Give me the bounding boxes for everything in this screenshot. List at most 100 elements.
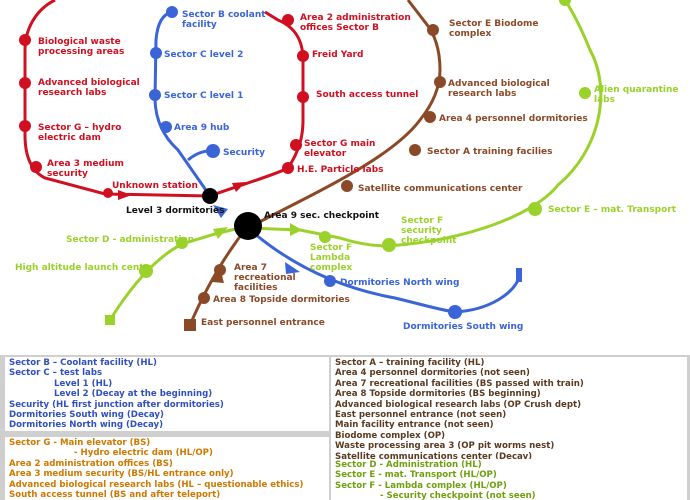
- legend-item: Area 8 Topside dormitories (BS beginning…: [335, 389, 541, 400]
- station-sector-g-main: [290, 139, 302, 151]
- legend-item: Level 1 (HL): [54, 378, 113, 389]
- station-sector-f-security: [382, 238, 396, 252]
- station-south-access: [297, 91, 309, 103]
- station-level3-dormitories: [202, 188, 218, 204]
- station-dorm-south: [448, 305, 462, 319]
- label-sector-a: Sector A training facilies: [427, 147, 553, 157]
- station-area3: [30, 161, 42, 173]
- station-bio-waste: [19, 34, 31, 46]
- legend-item: Sector G - Main elevator (BS): [9, 438, 151, 448]
- legend-item: Main facility entrance (not seen): [335, 420, 494, 431]
- legend-green-box: Sector D - Administration (HL) Sector E …: [331, 459, 687, 500]
- station-area7: [214, 264, 226, 276]
- green-arrows: [213, 223, 302, 239]
- station-sector-c-l2: [150, 47, 162, 59]
- blue-arrows: [213, 205, 300, 274]
- blue-line-lower: [247, 226, 522, 314]
- legend-item: - Security checkpoint (not seen): [380, 491, 536, 500]
- legend-item: Waste processing area 3 (OP pit worms ne…: [335, 441, 555, 452]
- station-area9-hub: [160, 121, 172, 133]
- red-stations: [19, 14, 309, 198]
- station-dorm-north: [324, 275, 336, 287]
- legend-item: Area 2 administration offices (BS): [9, 458, 173, 469]
- station-sector-e-biodome: [427, 24, 439, 36]
- label-sector-c-l2: Sector C level 2: [164, 50, 243, 60]
- label-sector-e-transport: Sector E – mat. Transport: [548, 205, 677, 215]
- label-level3-dorm: Level 3 dormitories: [126, 206, 224, 216]
- station-security: [206, 144, 220, 158]
- station-freid-yard: [297, 50, 309, 62]
- label-sector-d-admin: Sector D - administration: [66, 235, 194, 245]
- station-high-altitude: [139, 264, 153, 278]
- green-line-east: [247, 0, 603, 248]
- station-satellite: [341, 180, 353, 192]
- arrow-icon: [232, 182, 246, 192]
- label-dorm-south: Dormitories South wing: [403, 322, 523, 332]
- legend-item: Sector A – training facility (HL): [335, 358, 485, 368]
- legend-orange-box: Sector G - Main elevator (BS) - Hydro el…: [5, 437, 329, 500]
- label-unknown-station: Unknown station: [112, 181, 198, 191]
- green-stations: [139, 0, 591, 278]
- legend-item: Advanced biological research labs (OP Cr…: [335, 399, 582, 410]
- legend-item: - Hydro electric dam (HL/OP): [74, 448, 213, 459]
- brown-line-terminus: [184, 319, 196, 331]
- brown-line: [188, 0, 442, 326]
- station-sector-a: [409, 144, 421, 156]
- legend-item: Sector F - Lambda complex (HL/OP): [335, 480, 507, 491]
- green-line-terminus: [105, 315, 115, 325]
- brown-stations: [198, 24, 446, 304]
- arrow-icon: [285, 262, 300, 274]
- station-sector-g-hydro: [19, 120, 31, 132]
- label-area4: Area 4 personnel dormitories: [439, 114, 588, 124]
- legend-item: Area 7 recreational facilities (BS passe…: [335, 378, 584, 389]
- label-high-altitude: High altitude launch center: [15, 263, 155, 273]
- station-adv-bio-brown: [434, 76, 446, 88]
- brown-line-main: [247, 0, 442, 230]
- station-alien-quarantine: [579, 87, 591, 99]
- station-adv-bio-red: [19, 77, 31, 89]
- legend-area: Sector B – Coolant facility (HL) Sector …: [0, 355, 690, 500]
- label-area9-hub: Area 9 hub: [174, 123, 230, 133]
- legend-item: Level 2 (Decay at the beginning): [54, 389, 213, 400]
- legend-item: East personnel entrance (not seen): [335, 410, 507, 421]
- station-sector-c-l1: [149, 89, 161, 101]
- blue-stations: [149, 6, 462, 319]
- legend-item: Sector B – Coolant facility (HL): [9, 358, 157, 368]
- legend-item: Satellite communications center (Decay): [335, 451, 533, 461]
- arrow-icon: [290, 223, 302, 236]
- station-area9-checkpoint: [234, 212, 262, 240]
- legend-item: Dormitories South wing (Decay): [9, 410, 164, 421]
- legend-item: Sector C – test labs: [9, 368, 103, 379]
- label-south-access: South access tunnel: [316, 90, 418, 100]
- label-freid-yard: Freid Yard: [312, 50, 363, 60]
- station-area4: [424, 111, 436, 123]
- label-area9-checkpoint: Area 9 sec. checkpoint: [264, 211, 380, 221]
- label-area8-topside: Area 8 Topside dormitories: [213, 295, 350, 305]
- legend-item: Sector E - mat. Transport (HL/OP): [335, 470, 497, 481]
- station-he-particle: [282, 162, 294, 174]
- legend-blue-box: Sector B – Coolant facility (HL) Sector …: [5, 357, 329, 431]
- red-arrows: [118, 182, 246, 200]
- station-sector-b-coolant: [166, 6, 178, 18]
- station-area2-admin: [282, 14, 294, 26]
- legend-item: Area 4 personnel dormitories (not seen): [335, 368, 530, 379]
- station-sector-e-transport: [528, 202, 542, 216]
- legend-item: Advanced biological research labs (HL – …: [9, 479, 304, 490]
- arrow-icon: [213, 227, 228, 239]
- label-east-entrance: East personnel entrance: [201, 318, 325, 328]
- legend-item: South access tunnel (BS and after telepo…: [9, 490, 221, 500]
